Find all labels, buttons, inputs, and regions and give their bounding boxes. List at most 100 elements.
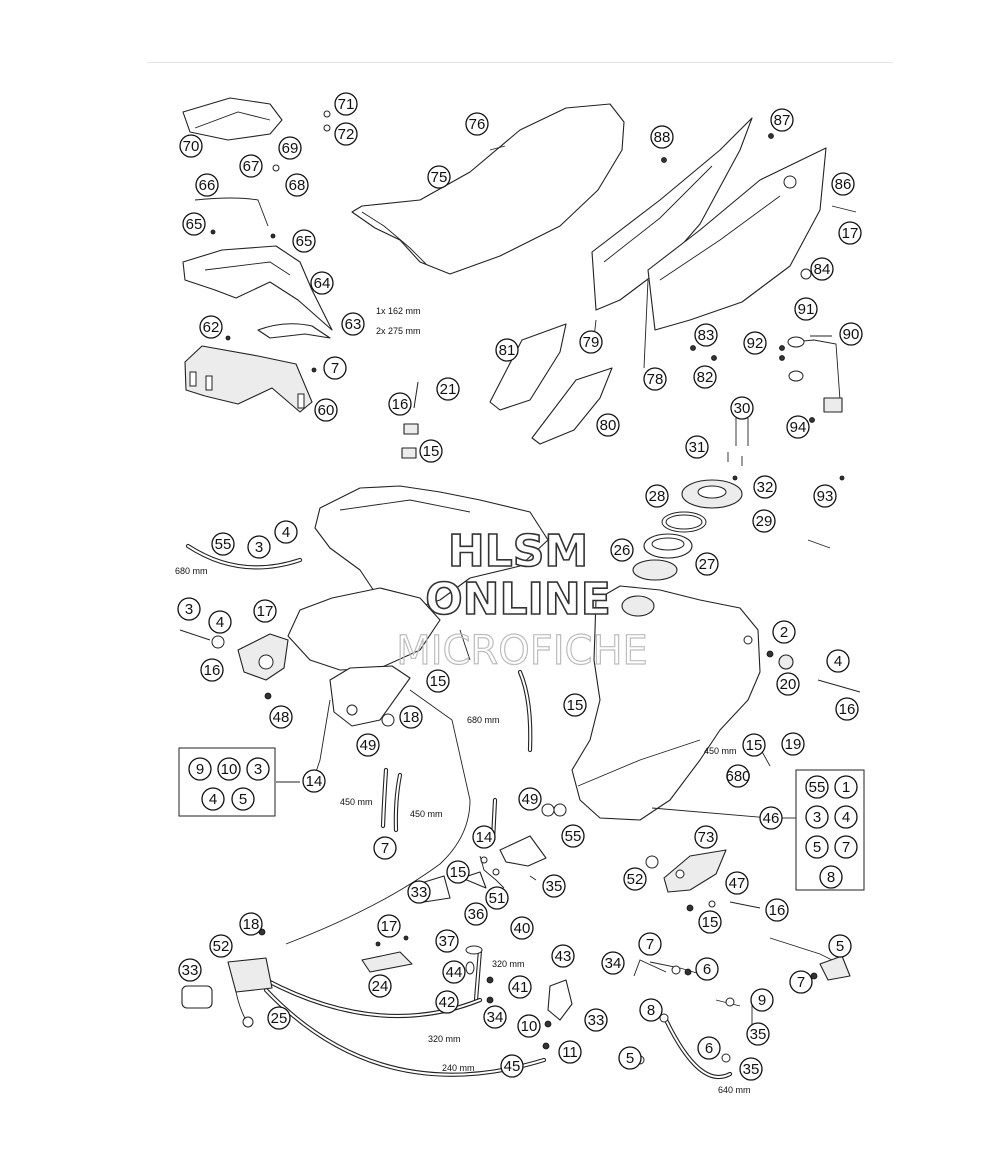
- callout-label: 45: [504, 1058, 521, 1075]
- callout-label: 46: [763, 810, 780, 827]
- measurement-label: 320 mm: [428, 1034, 461, 1044]
- callout-32: 32: [753, 475, 777, 499]
- vent-valve-assembly: [635, 937, 851, 1065]
- callout-label: 43: [555, 948, 572, 965]
- callout-label: 36: [468, 906, 485, 923]
- callout-label: 34: [487, 1009, 504, 1026]
- callout-label: 66: [199, 177, 216, 194]
- mount-bracket-48: [179, 629, 289, 700]
- callout-680: 680: [725, 764, 751, 788]
- callout-27: 27: [695, 552, 719, 576]
- callout-68: 68: [285, 173, 309, 197]
- callout-label: 29: [756, 513, 773, 530]
- callout-label: 24: [372, 978, 389, 995]
- callout-label: 25: [271, 1010, 288, 1027]
- callout-25: 25: [267, 1006, 291, 1030]
- reflector-bracket-part: [779, 336, 843, 423]
- callout-label: 19: [785, 736, 802, 753]
- callout-49: 49: [356, 733, 380, 757]
- callout-17: 17: [377, 914, 401, 938]
- watermark-line-1: HLSM: [448, 526, 588, 577]
- callout-44: 44: [442, 960, 466, 984]
- callout-label: 28: [649, 488, 666, 505]
- grommet-stack-15: [401, 381, 419, 459]
- callout-label: 7: [331, 360, 339, 377]
- callout-label: 9: [758, 992, 766, 1009]
- callout-label: 87: [774, 112, 791, 129]
- callout-45: 45: [500, 1054, 524, 1078]
- callout-3: 3: [805, 805, 829, 829]
- callout-label: 4: [282, 524, 290, 541]
- callout-label: 15: [702, 914, 719, 931]
- callout-18: 18: [399, 705, 423, 729]
- callout-label: 91: [798, 301, 815, 318]
- callout-55: 55: [211, 532, 235, 556]
- tank-cap: [643, 533, 693, 559]
- callout-label: 37: [439, 933, 456, 950]
- side-cover-right-part: [647, 147, 827, 331]
- leader-lines: [276, 279, 832, 1028]
- callout-label: 16: [204, 662, 221, 679]
- callout-64: 64: [310, 271, 334, 295]
- side-cover-left-part: [591, 117, 753, 311]
- watermark-line-2: ONLINE: [425, 574, 611, 625]
- measurement-label: 320 mm: [492, 959, 525, 969]
- callout-numbers: 7172706769686665656463627607675888786178…: [177, 92, 863, 1081]
- frame-seat-base-part: [287, 485, 549, 727]
- callout-73: 73: [694, 825, 718, 849]
- callout-37: 37: [435, 929, 459, 953]
- callout-label: 88: [654, 129, 671, 146]
- callout-52: 52: [623, 867, 647, 891]
- callout-label: 70: [183, 138, 200, 155]
- callout-4: 4: [201, 787, 225, 811]
- top-divider: [147, 62, 893, 63]
- callout-84: 84: [810, 257, 834, 281]
- callout-36: 36: [464, 902, 488, 926]
- callout-6: 6: [697, 1036, 721, 1060]
- callout-label: 84: [814, 261, 831, 278]
- callout-94: 94: [786, 415, 810, 439]
- callout-93: 93: [813, 484, 837, 508]
- callout-18: 18: [239, 912, 263, 936]
- callout-7: 7: [323, 356, 347, 380]
- callout-label: 10: [221, 761, 238, 778]
- subframe-mount-part: [184, 345, 313, 413]
- callout-label: 21: [440, 381, 457, 398]
- tank-mount-hardware: [381, 650, 861, 869]
- callout-9: 9: [188, 757, 212, 781]
- callout-81: 81: [495, 338, 519, 362]
- callout-label: 49: [522, 791, 539, 808]
- callout-label: 35: [546, 878, 563, 895]
- callout-label: 18: [243, 916, 260, 933]
- callout-label: 14: [476, 829, 493, 846]
- callout-label: 81: [499, 342, 516, 359]
- seat-part: [351, 103, 625, 275]
- tank-cap-oring: [661, 511, 707, 533]
- callout-35: 35: [746, 1022, 770, 1046]
- callout-5: 5: [618, 1046, 642, 1070]
- callout-label: 1: [842, 779, 850, 796]
- callout-34: 34: [483, 1005, 507, 1029]
- callout-6: 6: [695, 957, 719, 981]
- callout-8: 8: [639, 998, 663, 1022]
- callout-52: 52: [209, 934, 233, 958]
- tank-cap-gasket: [632, 559, 678, 581]
- callout-20: 20: [776, 672, 800, 696]
- tail-cap-part: [182, 97, 283, 141]
- callout-40: 40: [510, 916, 534, 940]
- callout-label: 26: [614, 542, 631, 559]
- callout-3: 3: [177, 597, 201, 621]
- callout-10: 10: [217, 757, 241, 781]
- callout-label: 15: [746, 737, 763, 754]
- callout-10: 10: [517, 1014, 541, 1038]
- fuel-tank-part: [571, 585, 761, 821]
- callout-28: 28: [645, 484, 669, 508]
- callout-30: 30: [730, 396, 754, 420]
- callout-label: 49: [360, 737, 377, 754]
- measurement-label: 450 mm: [340, 797, 373, 807]
- callout-26: 26: [610, 538, 634, 562]
- callout-48: 48: [269, 705, 293, 729]
- callout-label: 47: [729, 875, 746, 892]
